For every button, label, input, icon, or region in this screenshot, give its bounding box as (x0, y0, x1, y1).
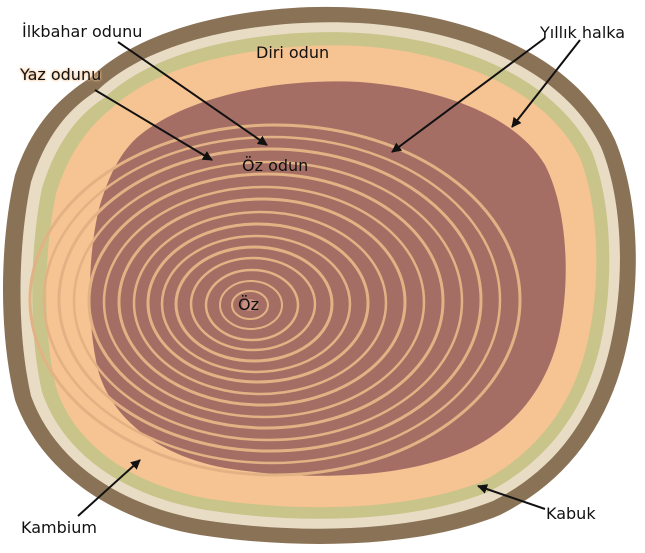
label-heartwood: Öz odun (242, 157, 308, 175)
label-sapwood: Diri odun (256, 44, 329, 62)
label-cambium: Kambium (21, 519, 97, 537)
label-annual-ring: Yıllık halka (540, 24, 625, 42)
label-pith: Öz (238, 296, 259, 314)
label-bark: Kabuk (546, 505, 596, 523)
label-springwood: İlkbahar odunu (22, 23, 142, 41)
label-summerwood: Yaz odunu (20, 66, 101, 84)
